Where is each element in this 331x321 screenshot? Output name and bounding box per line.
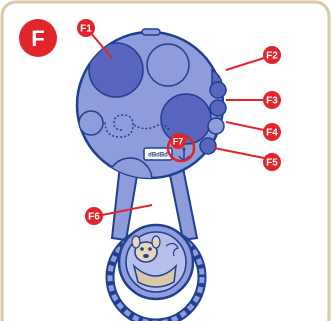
main-ball: dBdBd [75, 28, 227, 180]
label-plate: dBdBd [143, 147, 173, 161]
callout-f1: F1 [77, 19, 95, 37]
side-buttons [199, 68, 227, 155]
callout-f2: F2 [263, 46, 281, 64]
svg-text:F3: F3 [266, 96, 278, 107]
spot-bottom [107, 157, 153, 178]
callout-f4: F4 [263, 123, 281, 141]
svg-text:F4: F4 [266, 128, 278, 139]
section-badge: F [19, 19, 57, 57]
callout-f3: F3 [263, 91, 281, 109]
section-label: F [31, 26, 44, 51]
spot-large-left [88, 42, 144, 98]
spiral-trail [104, 114, 134, 138]
kangaroo-medallion [117, 223, 195, 301]
callout-f5: F5 [263, 153, 281, 171]
plate-label: dBdBd [148, 153, 168, 159]
spot-small-left [78, 110, 104, 136]
svg-text:F6: F6 [88, 212, 100, 223]
callout-f6: F6 [85, 207, 103, 225]
leader-lines [89, 31, 265, 216]
callout-f7: F7 [170, 133, 186, 149]
spot-upper-right [146, 43, 190, 87]
svg-text:F2: F2 [266, 51, 278, 62]
svg-text:F7: F7 [173, 137, 184, 147]
svg-text:F1: F1 [80, 24, 92, 35]
svg-text:F5: F5 [266, 158, 278, 169]
